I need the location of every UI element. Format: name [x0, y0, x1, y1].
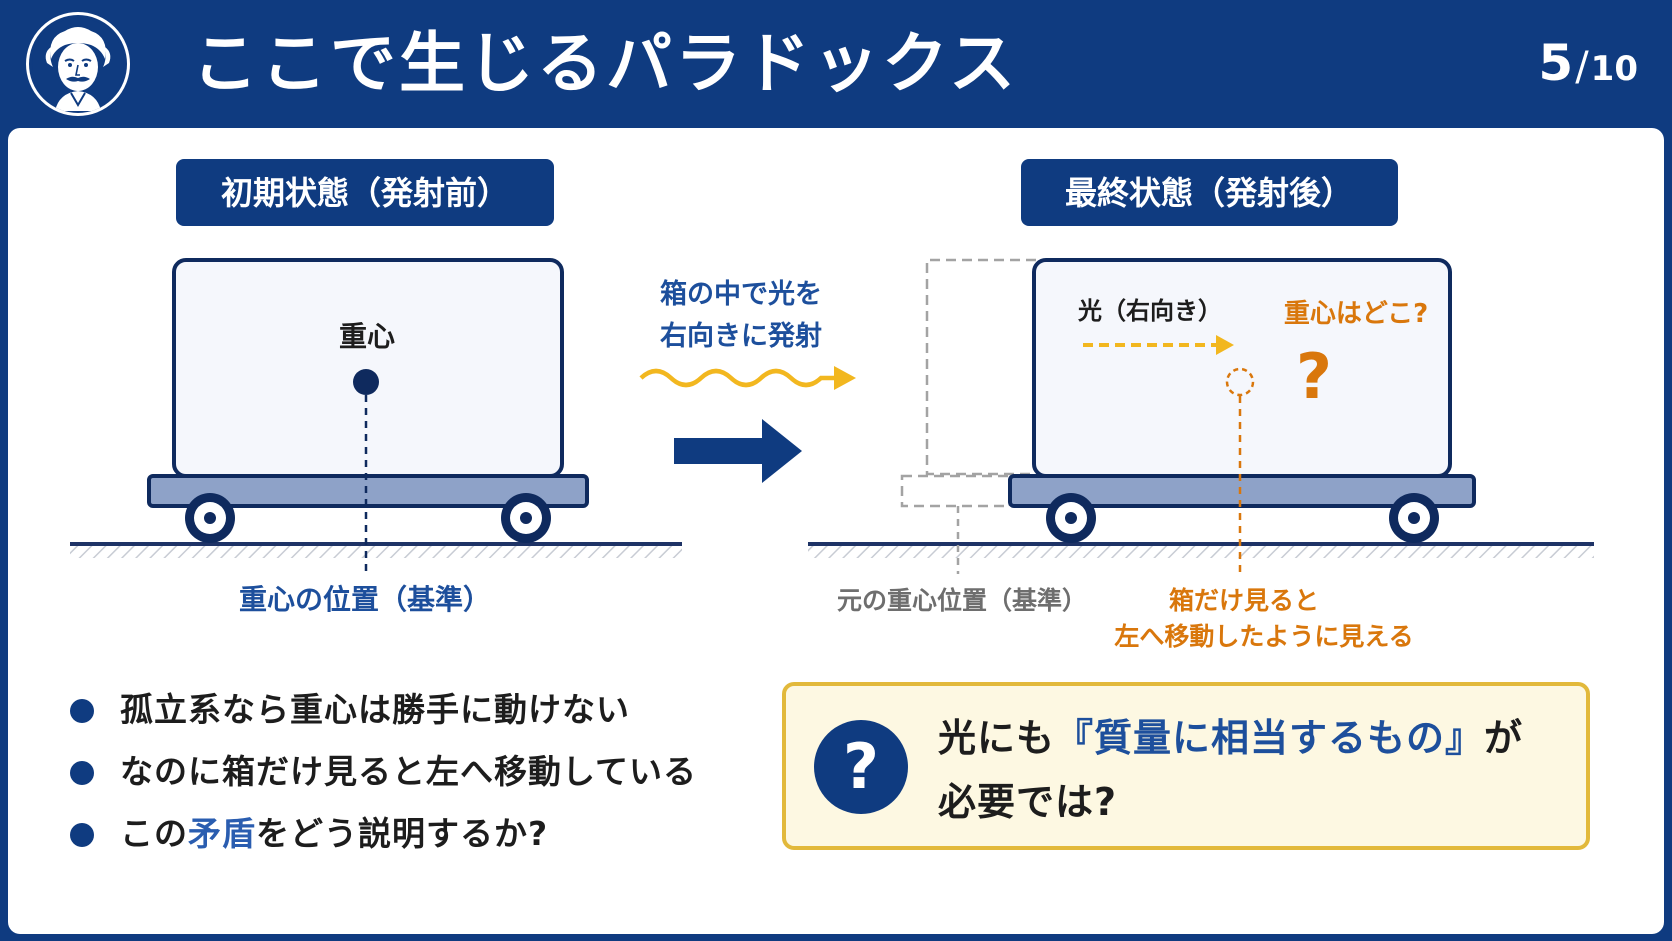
header-bar: ここで生じるパラドックス 5/10 — [0, 0, 1672, 126]
callout-post: が — [1484, 716, 1524, 760]
com-dot — [353, 369, 379, 395]
box-original-position-ghost — [900, 258, 1036, 508]
page-counter: 5/10 — [1538, 34, 1638, 92]
shift-text-line1: 箱だけ見ると — [1169, 586, 1319, 615]
page-current: 5 — [1538, 34, 1574, 92]
bullet-text: 孤立系なら重心は勝手に動けない — [120, 690, 630, 729]
einstein-portrait-icon — [26, 12, 130, 116]
callout-pre: 光にも — [938, 716, 1056, 760]
callout-emphasis: 『質量に相当するもの』 — [1055, 716, 1485, 760]
com-question-label: 重心はどこ? — [1284, 299, 1428, 329]
callout-text: 光にも『質量に相当するもの』が 必要では? — [938, 706, 1523, 834]
unknown-com-marker — [1225, 367, 1255, 397]
callout-line2: 必要では? — [938, 780, 1118, 824]
cart-initial — [147, 474, 589, 543]
wheel-icon — [1389, 493, 1439, 543]
ground-right-hatch — [808, 544, 1594, 558]
com-label: 重心 — [339, 320, 395, 353]
box-initial — [172, 258, 564, 478]
bullet-text-post: をどう説明するか? — [256, 814, 549, 853]
question-circle-icon: ? — [814, 720, 908, 814]
light-beam-arrow-icon — [1083, 335, 1234, 355]
com-reference-label: 重心の位置（基準） — [239, 583, 491, 616]
callout-line1: 光にも『質量に相当するもの』が — [938, 706, 1523, 770]
page-separator: / — [1575, 44, 1589, 90]
transition-arrow-icon — [674, 419, 802, 483]
svg-text:初期状態（発射前）: 初期状態（発射前） — [221, 174, 509, 212]
emit-text-line2: 右向きに発射 — [660, 320, 822, 352]
wheel-icon — [1046, 493, 1096, 543]
wheel-icon — [501, 493, 551, 543]
final-state-label: 最終状態（発射後） — [1021, 159, 1398, 226]
cart-final — [1008, 474, 1476, 543]
svg-text:最終状態（発射後）: 最終状態（発射後） — [1065, 174, 1353, 212]
bullet-item: この矛盾をどう説明するか? — [70, 814, 697, 876]
question-mark-icon: ? — [1296, 340, 1332, 413]
bullet-highlight: 矛盾 — [188, 814, 256, 853]
shift-text-line2: 左へ移動したように見える — [1114, 622, 1413, 651]
box-final — [1032, 258, 1452, 478]
bullet-item: なのに箱だけ見ると左へ移動している — [70, 752, 697, 814]
bullet-item: 孤立系なら重心は勝手に動けない — [70, 690, 697, 752]
ground-left-hatch — [70, 544, 682, 558]
original-com-label: 元の重心位置（基準） — [837, 586, 1087, 615]
bullet-list: 孤立系なら重心は勝手に動けない なのに箱だけ見ると左へ移動している この矛盾をど… — [70, 690, 697, 876]
bullet-text-pre: この — [120, 814, 188, 853]
initial-state-label: 初期状態（発射前） — [176, 159, 554, 226]
wheel-icon — [185, 493, 235, 543]
page-title: ここで生じるパラドックス — [192, 25, 1019, 102]
light-wave-icon — [639, 366, 856, 390]
bullet-text: なのに箱だけ見ると左へ移動している — [120, 752, 698, 791]
light-direction-label: 光（右向き） — [1077, 297, 1222, 325]
question-callout: ? 光にも『質量に相当するもの』が 必要では? — [782, 682, 1590, 850]
page-total: 10 — [1590, 49, 1638, 89]
emit-text-line1: 箱の中で光を — [660, 278, 822, 310]
